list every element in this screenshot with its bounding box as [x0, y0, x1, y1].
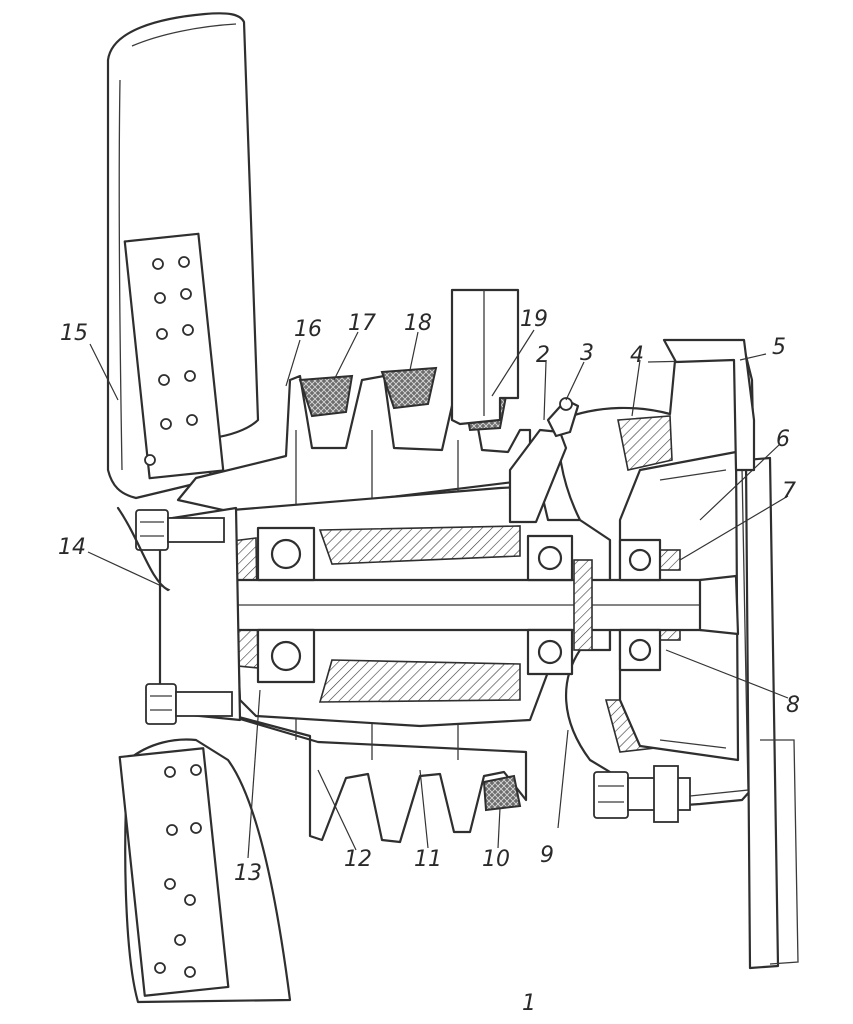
callout-1: 1 [522, 991, 536, 1016]
pump-shaft [170, 574, 740, 636]
callout-17: 17 [348, 311, 376, 336]
grease-fitting [508, 397, 580, 524]
callout-15: 15 [60, 321, 88, 346]
outlet-pipe [450, 288, 520, 426]
callout-16: 16 [294, 317, 322, 342]
blade-rivets-lower [154, 764, 202, 978]
callout-5: 5 [772, 335, 786, 360]
hub-bolt-lower [145, 683, 233, 725]
callout-2: 2 [536, 343, 550, 368]
water-seal [573, 538, 662, 672]
callout-9: 9 [540, 843, 554, 868]
rear-cover [662, 338, 756, 472]
housing-mount-bolt [593, 765, 691, 823]
callout-10: 10 [482, 847, 510, 872]
blade-rivets-upper [144, 256, 198, 466]
callout-4: 4 [630, 343, 644, 368]
callout-3: 3 [580, 341, 594, 366]
fan-blade-upper [106, 12, 260, 500]
callout-6: 6 [776, 427, 790, 452]
fan-hub [116, 506, 242, 725]
callout-11: 11 [414, 847, 442, 872]
callout-13: 13 [234, 861, 262, 886]
fan-blade-lower [118, 738, 292, 1004]
callout-7: 7 [782, 479, 796, 504]
callout-18: 18 [404, 311, 432, 336]
callout-14: 14 [58, 535, 86, 560]
callout-8: 8 [786, 693, 800, 718]
callout-12: 12 [344, 847, 372, 872]
leader-lines [87, 329, 789, 859]
callout-19: 19 [520, 307, 548, 332]
bearing-rear [526, 534, 574, 676]
bearing-front [256, 526, 316, 684]
callout-labels: 1 2 3 4 5 6 7 8 9 10 11 12 13 14 15 16 1… [58, 307, 800, 1016]
hub-bolt-upper [135, 509, 225, 551]
